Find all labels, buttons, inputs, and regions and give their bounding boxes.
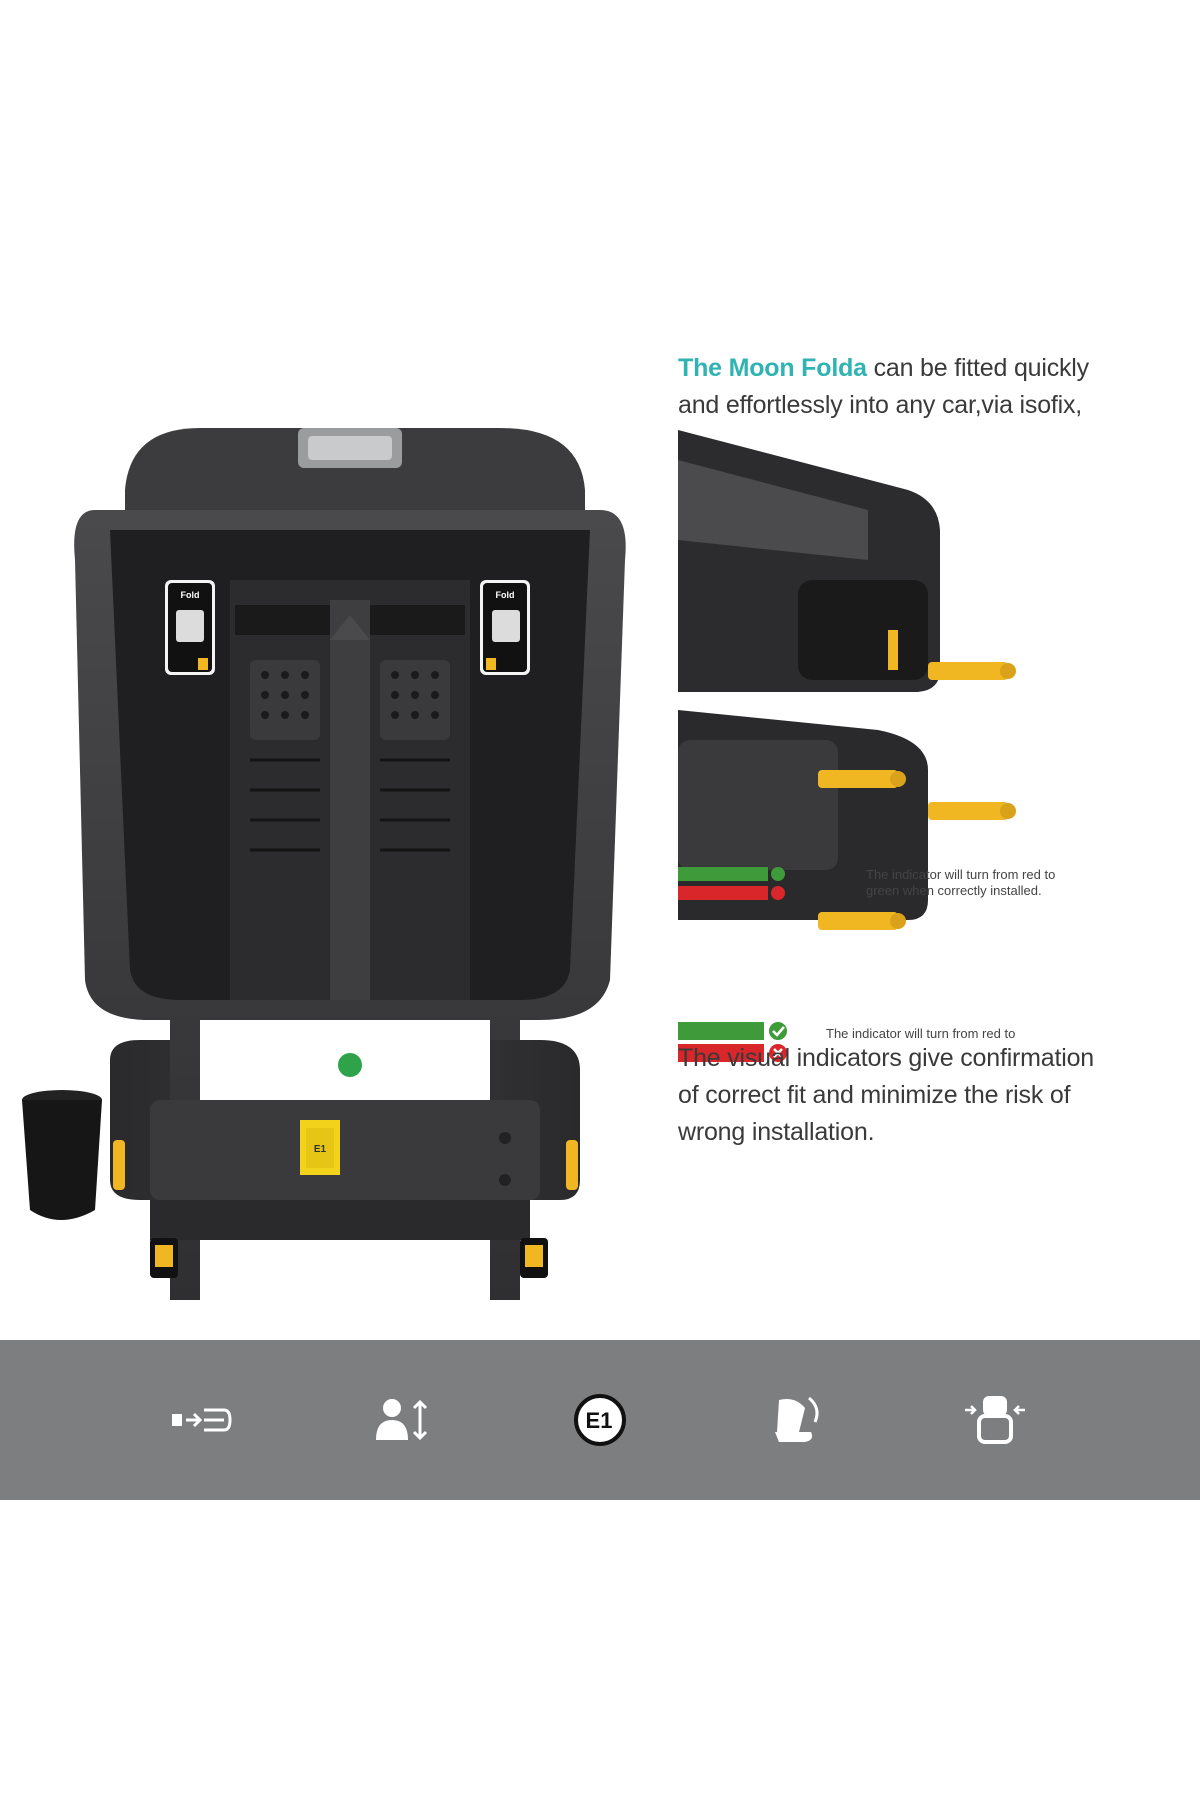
brand-name: The Moon Folda [678,354,867,382]
e1-certification-icon: E1 [560,1380,640,1460]
detail-indicator-note-line-1: The indicator will turn from red to [866,867,1056,882]
fold-sticker-right [480,580,530,675]
fold-sticker-left [165,580,215,675]
bottom-copy: The visual indicators give confirmation … [678,1040,1198,1151]
green-indicator-bar [678,1022,764,1040]
bottom-line-3: wrong installation. [678,1118,875,1146]
fold-label-left: Fold [181,590,200,600]
detail-indicator-note-line-2: green when correctly installed. [866,883,1042,898]
side-protection-icon [955,1380,1035,1460]
feature-icon-bar: E1 [0,1340,1200,1500]
indicator-legend [678,1022,787,1062]
detail-indicator-note: The indicator will turn from red to gree… [866,867,1096,899]
check-icon [769,1022,787,1040]
adjustable-height-icon [360,1380,440,1460]
approval-label-text: E1 [314,1144,327,1155]
isofix-icon [160,1380,240,1460]
legend-indicator-note: The indicator will turn from red to [826,1026,1056,1042]
e1-icon-text: E1 [586,1408,613,1433]
car-seat-photo: Fold Fold E1 [22,428,626,1300]
red-indicator-bar [678,1044,764,1062]
bottom-line-1: The visual indicators give confirmation [678,1044,1095,1072]
isofix-detail-photo [678,430,1108,990]
intro-line-1-rest: can be fitted quickly [866,354,1090,382]
bottom-line-2: of correct fit and minimize the risk of [678,1081,1071,1109]
intro-line-2: and effortlessly into any car,via isofix… [678,391,1083,419]
cup-holder [22,1090,102,1220]
recline-icon [755,1380,835,1460]
intro-line-1: The Moon Folda can be fitted quickly [678,350,1198,387]
legend-indicator-note-line-1: The indicator will turn from red to [826,1026,1016,1041]
fold-label-right: Fold [496,590,515,600]
